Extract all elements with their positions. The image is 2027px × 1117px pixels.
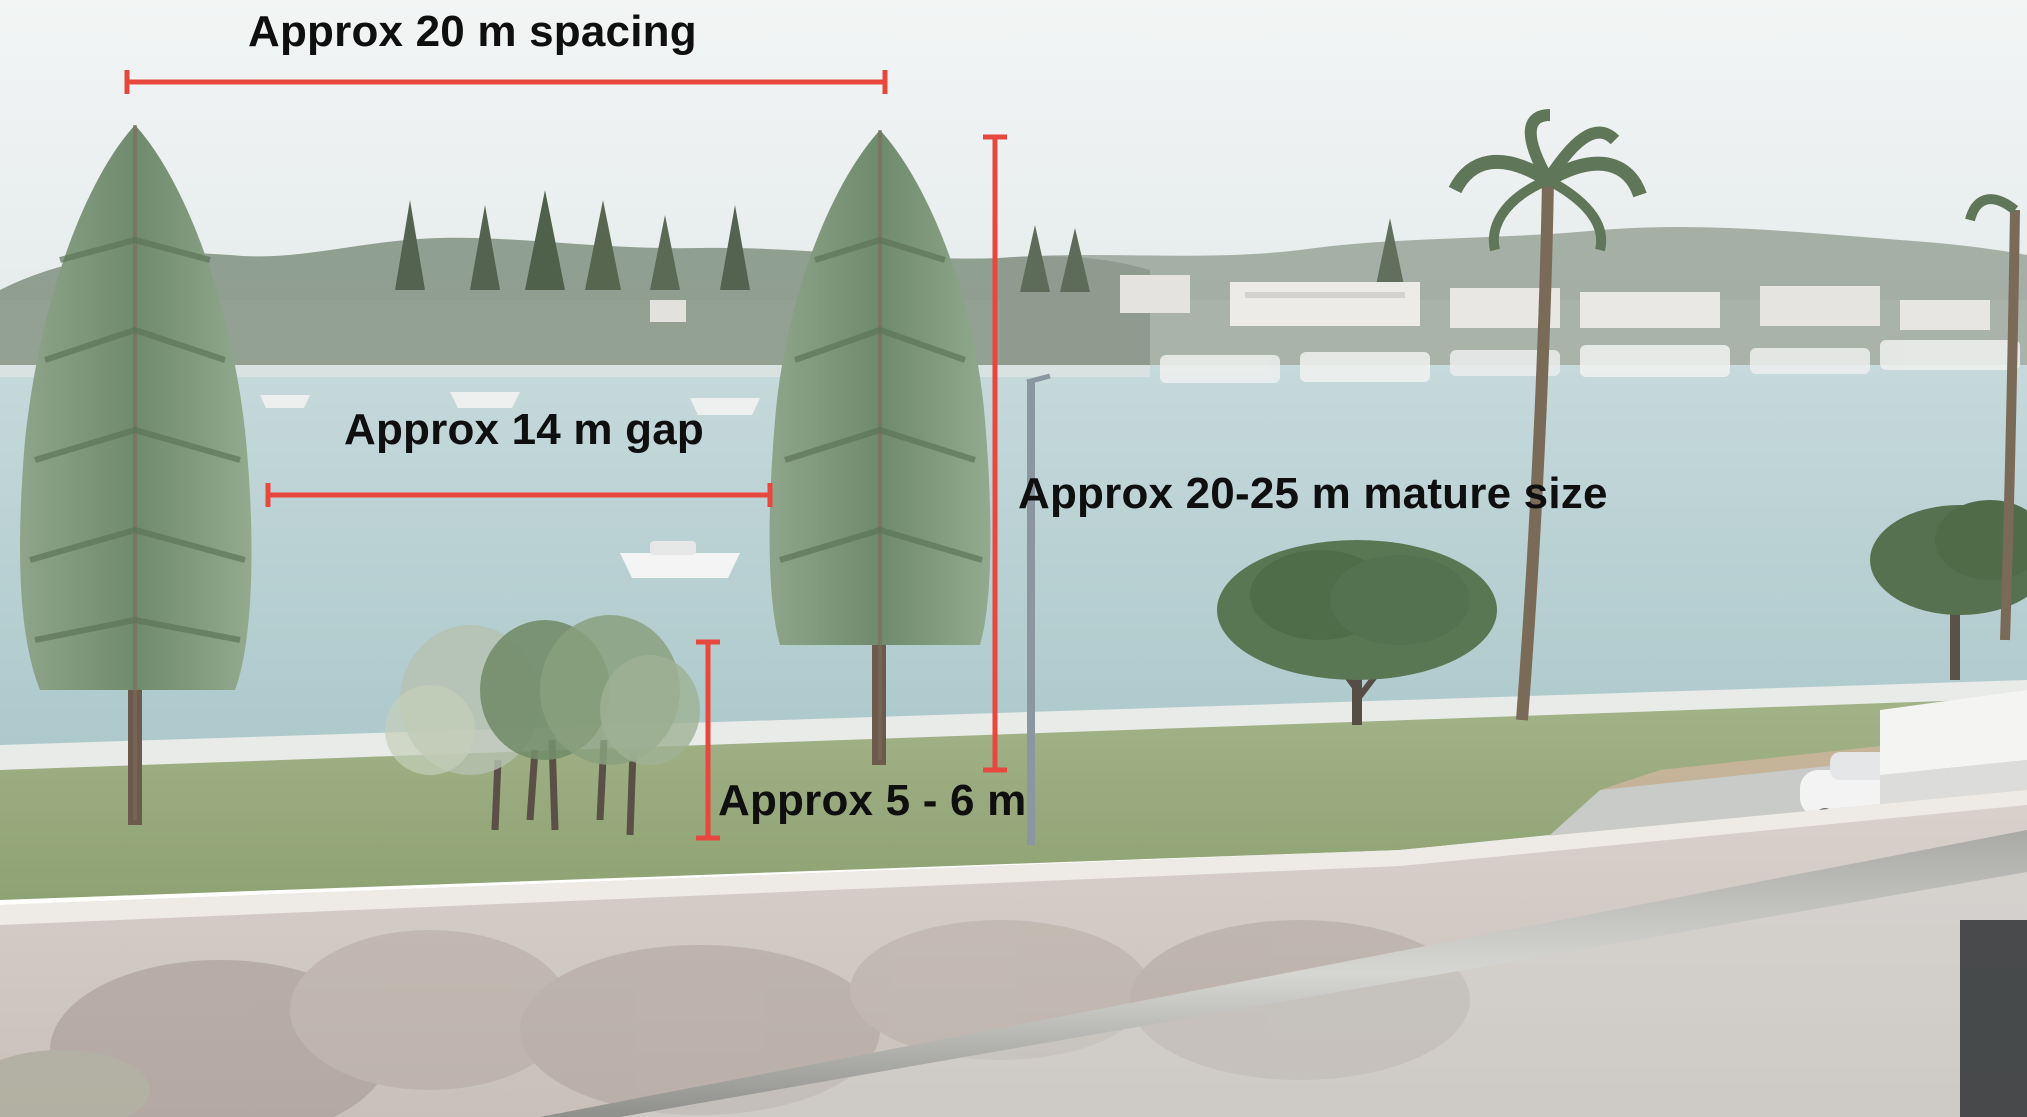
existing-tree [1217,540,1497,725]
dimension-line-tree-height [983,134,1007,773]
balcony-railing [540,830,2027,1117]
shrub-cluster-icon [385,615,700,836]
street-light [1026,373,1051,845]
norfolk-pine-icon [20,125,252,825]
marina-boats [1160,340,2020,383]
dimension-line-shrub-height [696,639,720,841]
water [0,365,2027,745]
boat-icon [260,392,760,578]
dimension-line-gap [265,483,773,507]
grass-foreshore [0,698,2027,900]
spacing-label: Approx 20 m spacing [248,7,697,56]
palm-tree-icon [1448,109,2020,721]
tree-height-label: Approx 20-25 m mature size [1018,469,1608,518]
norfolk-pine-icon [769,130,991,765]
shrub-height-label: Approx 5 - 6 m [718,776,1027,825]
dimension-line-spacing [124,70,888,94]
gap-label: Approx 14 m gap [344,405,704,454]
